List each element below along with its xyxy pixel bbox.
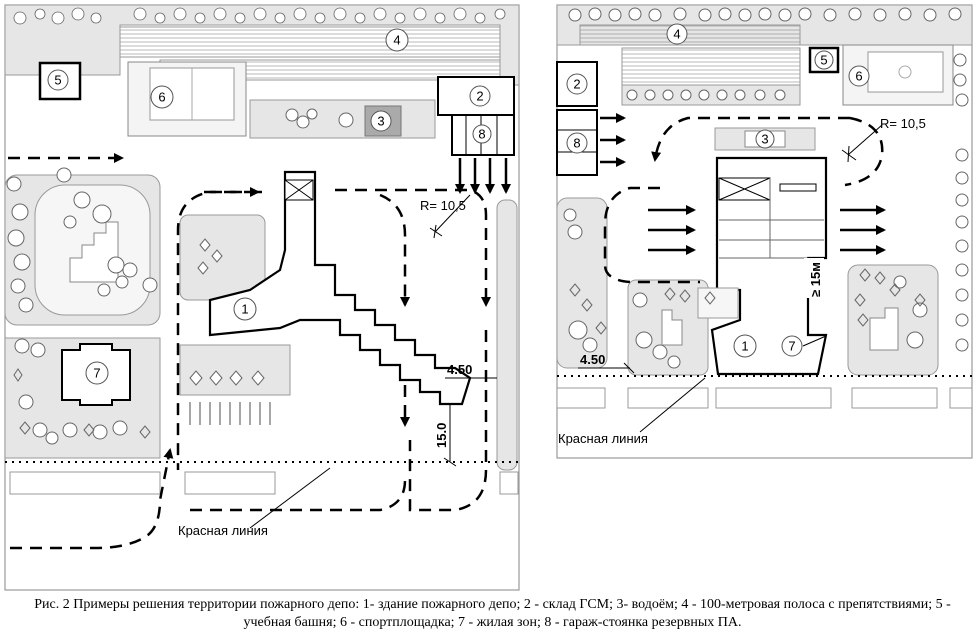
right-dashed-routes	[603, 116, 884, 284]
left-label-2: 2	[476, 89, 483, 104]
right-label-2: 2	[573, 77, 580, 92]
left-red-line-label: Красная линия	[178, 523, 268, 538]
left-label-8: 8	[478, 127, 485, 142]
right-obstacle-strip	[579, 24, 801, 46]
left-obstacle-strip	[119, 26, 501, 58]
right-label-3: 3	[761, 132, 768, 147]
right-red-line-label: Красная линия	[558, 431, 648, 446]
left-fire-depot-building	[208, 170, 472, 406]
left-label-4-circle	[385, 28, 409, 52]
left-radius-label: R= 10,5	[420, 198, 466, 213]
left-label-6: 6	[158, 90, 165, 105]
left-dim-150: 15.0	[434, 423, 449, 448]
left-label-7: 7	[93, 366, 100, 381]
left-dim-450: 4.50	[447, 362, 472, 377]
left-parking-lines	[189, 402, 271, 425]
left-label-1: 1	[241, 302, 248, 317]
right-label-8: 8	[573, 136, 580, 151]
right-dim-450: 4.50	[580, 352, 605, 367]
left-label-5: 5	[54, 73, 61, 88]
right-label-7: 7	[788, 339, 795, 354]
figure-caption: Рис. 2 Примеры решения территории пожарн…	[34, 597, 951, 630]
left-garage-exit-arrows	[455, 158, 511, 194]
right-label-5: 5	[820, 53, 827, 68]
left-label-3: 3	[377, 114, 384, 129]
left-label-4: 4	[393, 33, 400, 48]
left-top-trees	[13, 7, 506, 25]
right-label-6: 6	[855, 69, 862, 84]
left-plan: 4 6 5 3 2 8	[4, 4, 520, 591]
right-label-4: 4	[673, 27, 680, 42]
right-fire-depot-building	[710, 156, 828, 376]
right-plan: 4 5 6 2 8 3	[556, 4, 973, 459]
left-dashed-routes	[10, 188, 491, 550]
right-garage-exit-arrows	[600, 113, 626, 167]
right-label-1: 1	[741, 339, 748, 354]
right-radius-label: R= 10,5	[880, 116, 926, 131]
right-dim-15m: ≥ 15м	[808, 262, 823, 297]
right-depot-exit-arrows	[648, 205, 886, 255]
